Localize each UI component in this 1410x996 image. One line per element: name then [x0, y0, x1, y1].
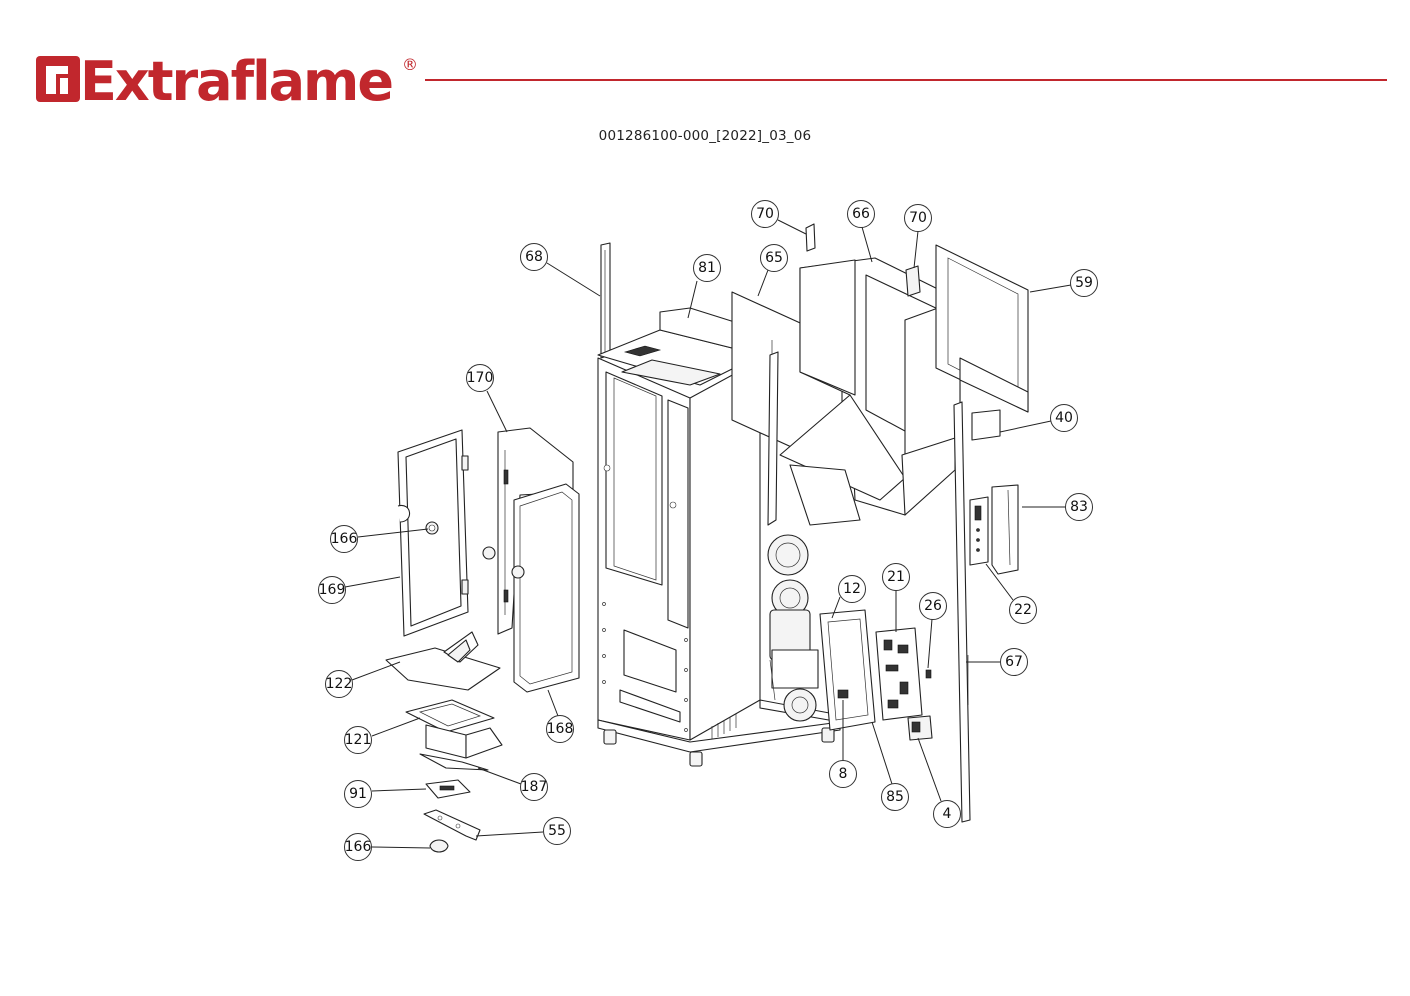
part-55-lever — [423, 809, 481, 841]
callout-83: 83 — [1065, 493, 1093, 521]
callout-70-top-right: 70 — [904, 204, 932, 232]
svg-text:55: 55 — [548, 823, 566, 839]
svg-text:83: 83 — [1070, 499, 1088, 515]
callout-12: 12 — [838, 575, 866, 603]
callout-21: 21 — [882, 563, 910, 591]
callout-169: 169 — [318, 576, 346, 604]
callout-170: 170 — [466, 364, 494, 392]
svg-text:68: 68 — [525, 249, 543, 265]
callout-122: 122 — [325, 670, 353, 698]
registered-mark: ® — [402, 55, 418, 74]
callout-55: 55 — [543, 817, 571, 845]
extraflame-logo: Extraflame ® — [36, 50, 418, 110]
flame-mark-icon — [36, 56, 80, 102]
svg-text:166: 166 — [331, 531, 358, 547]
part-70-bracket-b — [905, 265, 921, 297]
part-22-display — [969, 496, 989, 566]
svg-text:121: 121 — [345, 732, 372, 748]
part-21-electronic-board — [875, 627, 923, 721]
part-85-mounting-plate — [819, 609, 876, 731]
internal-motors — [767, 534, 819, 722]
part-67-vertical-strip — [953, 401, 971, 823]
svg-text:67: 67 — [1005, 654, 1023, 670]
svg-text:91: 91 — [349, 786, 367, 802]
svg-text:85: 85 — [886, 789, 904, 805]
callout-166-upper: 166 — [330, 525, 358, 553]
part-83-panel-cover — [991, 484, 1019, 575]
callout-67: 67 — [1000, 648, 1028, 676]
svg-text:26: 26 — [924, 598, 942, 614]
callout-68: 68 — [520, 243, 548, 271]
part-66-hopper — [779, 257, 961, 526]
callout-70-top-left: 70 — [751, 200, 779, 228]
document-code: 001286100-000_[2022]_03_06 — [598, 128, 812, 144]
callout-8: 8 — [829, 760, 857, 788]
part-26-fuse — [925, 669, 932, 679]
svg-text:122: 122 — [326, 676, 353, 692]
callout-22: 22 — [1009, 596, 1037, 624]
part-8-connector — [837, 689, 849, 699]
svg-text:70: 70 — [756, 206, 774, 222]
callout-168: 168 — [546, 715, 574, 743]
parts-drawing — [385, 223, 1029, 853]
leader-lines — [344, 219, 1072, 849]
svg-text:22: 22 — [1014, 602, 1032, 618]
part-59-rear-panel — [935, 244, 1029, 413]
header-divider — [425, 79, 1387, 81]
svg-text:169: 169 — [319, 582, 346, 598]
part-68-upright — [600, 242, 611, 359]
svg-text:40: 40 — [1055, 410, 1073, 426]
part-81-main-frame — [597, 307, 841, 767]
callout-166-lower: 166 — [344, 833, 372, 861]
svg-text:21: 21 — [887, 569, 905, 585]
part-168-door-outer — [511, 483, 580, 693]
callout-121: 121 — [344, 726, 372, 754]
svg-text:187: 187 — [521, 779, 548, 795]
part-121-burner-pot — [405, 699, 503, 759]
part-70-bracket-a — [805, 223, 816, 252]
part-122-brazier-tray — [385, 631, 501, 691]
callout-91: 91 — [344, 780, 372, 808]
callout-65: 65 — [760, 244, 788, 272]
callout-187: 187 — [520, 773, 548, 801]
callout-85: 85 — [881, 783, 909, 811]
callout-66: 66 — [847, 200, 875, 228]
svg-text:12: 12 — [843, 581, 861, 597]
svg-text:8: 8 — [839, 766, 848, 782]
svg-text:65: 65 — [765, 250, 783, 266]
part-4-switch — [907, 715, 933, 741]
callout-26: 26 — [919, 592, 947, 620]
part-40-plate — [971, 409, 1001, 441]
callouts: 70 66 70 68 81 65 59 170 — [318, 200, 1098, 861]
callout-40: 40 — [1050, 404, 1078, 432]
part-166-ring — [425, 521, 439, 535]
part-187-gasket — [419, 753, 489, 771]
svg-text:170: 170 — [467, 370, 494, 386]
svg-text:70: 70 — [909, 210, 927, 226]
logo-wordmark: Extraflame — [80, 50, 392, 110]
svg-text:81: 81 — [698, 260, 716, 276]
svg-text:4: 4 — [943, 806, 952, 822]
callout-81: 81 — [693, 254, 721, 282]
part-166-clip — [429, 839, 449, 853]
callout-59: 59 — [1070, 269, 1098, 297]
svg-text:168: 168 — [547, 721, 574, 737]
svg-text:66: 66 — [852, 206, 870, 222]
svg-text:59: 59 — [1075, 275, 1093, 291]
callout-4: 4 — [933, 800, 961, 828]
part-91-plate — [425, 779, 471, 799]
svg-text:166: 166 — [345, 839, 372, 855]
